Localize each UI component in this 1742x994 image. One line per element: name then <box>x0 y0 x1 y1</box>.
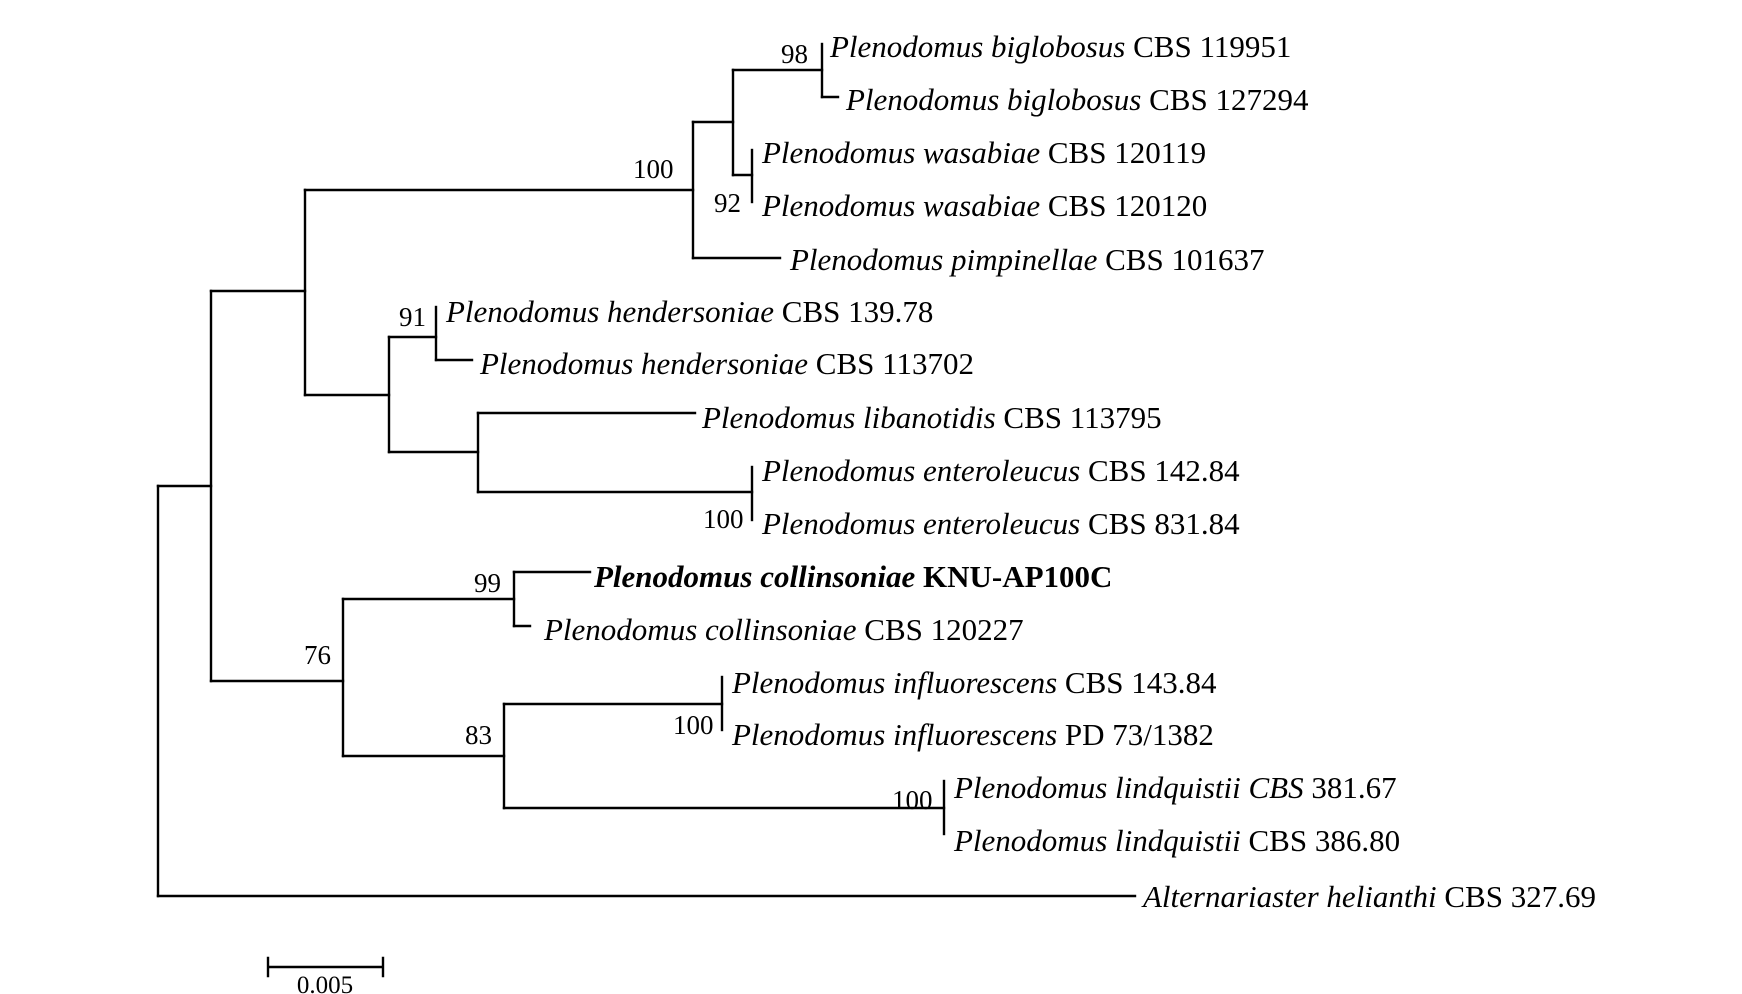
scale-bar-label: 0.005 <box>297 972 353 994</box>
taxon-label: Plenodomus pimpinellae CBS 101637 <box>789 242 1264 277</box>
taxon-label: Plenodomus wasabiae CBS 120119 <box>761 135 1206 170</box>
taxon-labels: Plenodomus biglobosus CBS 119951 Plenodo… <box>445 29 1596 914</box>
support-value: 100 <box>633 154 674 184</box>
taxon-label: Plenodomus enteroleucus CBS 831.84 <box>761 506 1240 541</box>
taxon-label: Plenodomus hendersoniae CBS 139.78 <box>445 294 933 329</box>
support-value: 91 <box>399 302 426 332</box>
taxon-label: Plenodomus lindquistii CBS 381.67 <box>953 770 1397 805</box>
tree-branches <box>156 42 1137 898</box>
taxon-label: Plenodomus biglobosus CBS 119951 <box>829 29 1291 64</box>
taxon-label: Plenodomus wasabiae CBS 120120 <box>761 188 1207 223</box>
support-value: 76 <box>304 640 331 670</box>
taxon-label: Plenodomus enteroleucus CBS 142.84 <box>761 453 1240 488</box>
support-values: 98 100 92 91 100 99 76 83 100 100 <box>304 39 933 815</box>
taxon-label-highlighted: Plenodomus collinsoniae KNU-AP100C <box>593 559 1112 594</box>
scale-bar-line <box>266 956 385 978</box>
taxon-label: Plenodomus collinsoniae CBS 120227 <box>543 612 1024 647</box>
support-value: 100 <box>703 504 744 534</box>
taxon-label: Plenodomus lindquistii CBS 386.80 <box>953 823 1400 858</box>
taxon-label: Plenodomus hendersoniae CBS 113702 <box>479 346 974 381</box>
support-value: 83 <box>465 720 492 750</box>
taxon-label: Plenodomus libanotidis CBS 113795 <box>701 400 1162 435</box>
taxon-label: Plenodomus influorescens PD 73/1382 <box>731 717 1214 752</box>
support-value: 92 <box>714 188 741 218</box>
taxon-label: Plenodomus biglobosus CBS 127294 <box>845 82 1309 117</box>
support-value: 100 <box>892 785 933 815</box>
support-value: 99 <box>474 568 501 598</box>
scale-bar: 0.005 <box>266 956 385 994</box>
taxon-label: Plenodomus influorescens CBS 143.84 <box>731 665 1217 700</box>
support-value: 100 <box>673 710 714 740</box>
taxon-label: Alternariaster helianthi CBS 327.69 <box>1141 879 1596 914</box>
support-value: 98 <box>781 39 808 69</box>
